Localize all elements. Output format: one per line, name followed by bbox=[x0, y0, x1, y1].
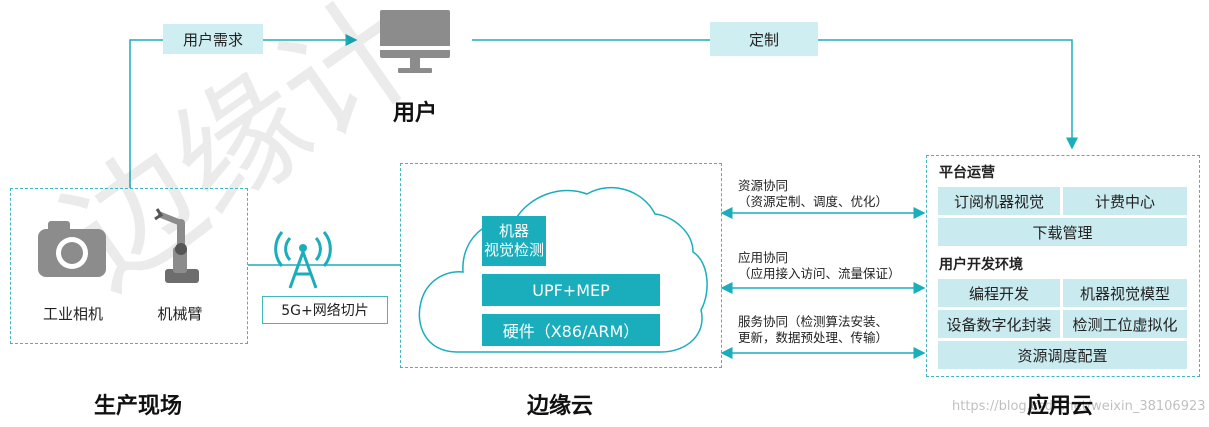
upf-mep-block: UPF+MEP bbox=[482, 274, 660, 306]
download-mgmt-cell: 下载管理 bbox=[938, 218, 1187, 246]
network-slicing-label: 5G+网络切片 bbox=[262, 296, 388, 324]
service-collab-text: 服务协同（检测算法安装、 更新，数据预处理、传输） bbox=[738, 314, 922, 346]
app-collab-text: 应用协同 （应用接入访问、流量保证） bbox=[738, 250, 918, 282]
edge-cloud-title: 边缘云 bbox=[526, 394, 593, 419]
hardware-block: 硬件（X86/ARM） bbox=[482, 314, 660, 346]
user-title: 用户 bbox=[392, 101, 437, 126]
subscribe-vision-cell: 订阅机器视觉 bbox=[938, 187, 1060, 215]
service-collab-detail: 更新，数据预处理、传输） bbox=[738, 330, 889, 345]
resource-scheduling-cell: 资源调度配置 bbox=[938, 341, 1187, 369]
watermark-url: https://blog.csdn.net/weixin_38106923 bbox=[952, 399, 1206, 414]
robot-arm-icon bbox=[154, 208, 199, 283]
custom-label: 定制 bbox=[710, 22, 818, 56]
demand-arrow bbox=[129, 34, 358, 188]
edge-cloud-box: 机器 视觉检测 UPF+MEP 硬件（X86/ARM） bbox=[400, 163, 722, 368]
production-site-box: 工业相机 机械臂 bbox=[10, 188, 248, 344]
vision-model-cell: 机器视觉模型 bbox=[1063, 279, 1187, 307]
station-virtualization-cell: 检测工位虚拟化 bbox=[1063, 310, 1187, 338]
resource-collab-detail: （资源定制、调度、优化） bbox=[738, 194, 889, 209]
production-site-title: 生产现场 bbox=[93, 394, 182, 419]
programming-cell: 编程开发 bbox=[938, 279, 1060, 307]
service-collab-title: 服务协同（检测算法安装、 bbox=[738, 314, 889, 329]
machine-vision-line1: 机器 bbox=[498, 222, 529, 240]
camera-icon bbox=[38, 221, 106, 277]
monitor-icon bbox=[380, 10, 450, 73]
custom-arrow bbox=[472, 39, 1078, 150]
robot-arm-label: 机械臂 bbox=[157, 305, 203, 323]
app-collab-detail: （应用接入访问、流量保证） bbox=[738, 266, 901, 281]
resource-collab-title: 资源协同 bbox=[738, 178, 789, 193]
billing-center-cell: 计费中心 bbox=[1063, 187, 1187, 215]
app-cloud-box: 平台运营 订阅机器视觉 计费中心 下载管理 用户开发环境 编程开发 机器视觉模型… bbox=[926, 155, 1200, 377]
machine-vision-line2: 视觉检测 bbox=[483, 241, 544, 259]
dev-env-heading: 用户开发环境 bbox=[939, 257, 1023, 273]
device-digitization-cell: 设备数字化封装 bbox=[938, 310, 1060, 338]
user-demand-label: 用户需求 bbox=[163, 24, 263, 54]
app-collab-title: 应用协同 bbox=[738, 250, 789, 265]
industrial-camera-label: 工业相机 bbox=[42, 305, 103, 323]
app-cloud-title: 应用云 bbox=[1026, 394, 1093, 419]
antenna-icon bbox=[274, 231, 332, 289]
machine-vision-block: 机器 视觉检测 bbox=[482, 216, 546, 266]
platform-ops-heading: 平台运营 bbox=[939, 165, 995, 181]
resource-collab-text: 资源协同 （资源定制、调度、优化） bbox=[738, 178, 918, 210]
